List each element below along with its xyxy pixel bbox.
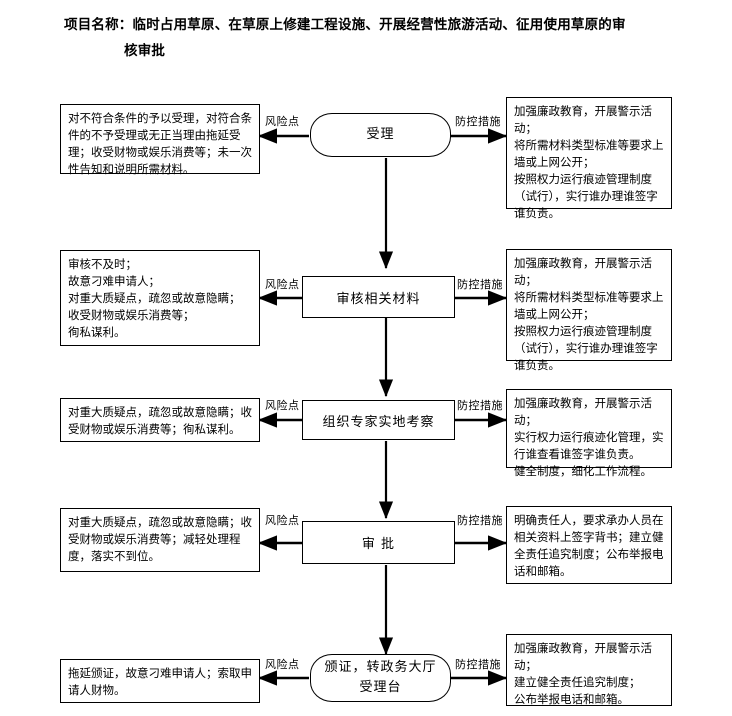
control-box-row-1: 加强廉政教育，开展警示活动； 将所需材料类型标准等要求上墙或上网公开； 按照权力… [506,97,672,220]
page-title-line-2: 核审批 [124,43,166,59]
page-title: 项目名称：临时占用草原、在草原上修建工程设施、开展经营性旅游活动、征用使用草原的… [64,12,664,64]
risk-label-row-4: 风险点 [265,514,300,527]
control-label-row-2: 防控措施 [457,278,503,291]
node-row-3[interactable]: 组织专家实地考察 [302,400,455,440]
control-box-row-2: 加强廉政教育，开展警示活动； 将所需材料类型标准等要求上墙或上网公开； 按照权力… [506,249,672,372]
risk-label-row-2: 风险点 [265,278,300,291]
node-row-2[interactable]: 审核相关材料 [302,276,455,318]
control-box-row-5: 加强廉政教育，开展警示活动； 建立健全责任追究制度； 公布举报电话和邮箱。 [506,634,672,706]
risk-box-row-3: 对重大质疑点，疏忽或故意隐瞒；收受财物或娱乐消费等；徇私谋利。 [60,398,260,442]
risk-label-row-1: 风险点 [265,115,300,128]
risk-label-row-5: 风险点 [265,658,300,671]
control-label-row-4: 防控措施 [457,514,503,527]
risk-box-row-1: 对不符合条件的予以受理，对符合条件的不予受理或无正当理由拖延受理；收受财物或娱乐… [60,104,260,176]
control-label-row-1: 防控措施 [455,115,501,128]
page-title-line-1: 项目名称：临时占用草原、在草原上修建工程设施、开展经营性旅游活动、征用使用草原的… [64,17,626,33]
control-label-row-3: 防控措施 [457,399,503,412]
control-box-row-3: 加强廉政教育，开展警示活动； 实行权力运行痕迹化管理，实行谁查看谁签字谁负责。 … [506,389,672,478]
control-label-row-5: 防控措施 [455,658,501,671]
control-box-row-4: 明确责任人，要求承办人员在相关资料上签字背书；建立健全责任追究制度；公布举报电话… [506,506,672,584]
risk-label-row-3: 风险点 [265,399,300,412]
node-row-4[interactable]: 审 批 [302,521,455,564]
node-row-1[interactable]: 受理 [310,113,451,157]
risk-box-row-5: 拖延颁证，故意刁难申请人；索取申请人财物。 [60,659,260,703]
risk-box-row-4: 对重大质疑点，疏忽或故意隐瞒；收受财物或娱乐消费等；减轻处理程度，落实不到位。 [60,508,260,572]
node-row-5[interactable]: 颁证，转政务大厅受理台 [310,654,451,702]
risk-box-row-2: 审核不及时； 故意刁难申请人； 对重大质疑点，疏忽或故意隐瞒； 收受财物或娱乐消… [60,250,260,346]
